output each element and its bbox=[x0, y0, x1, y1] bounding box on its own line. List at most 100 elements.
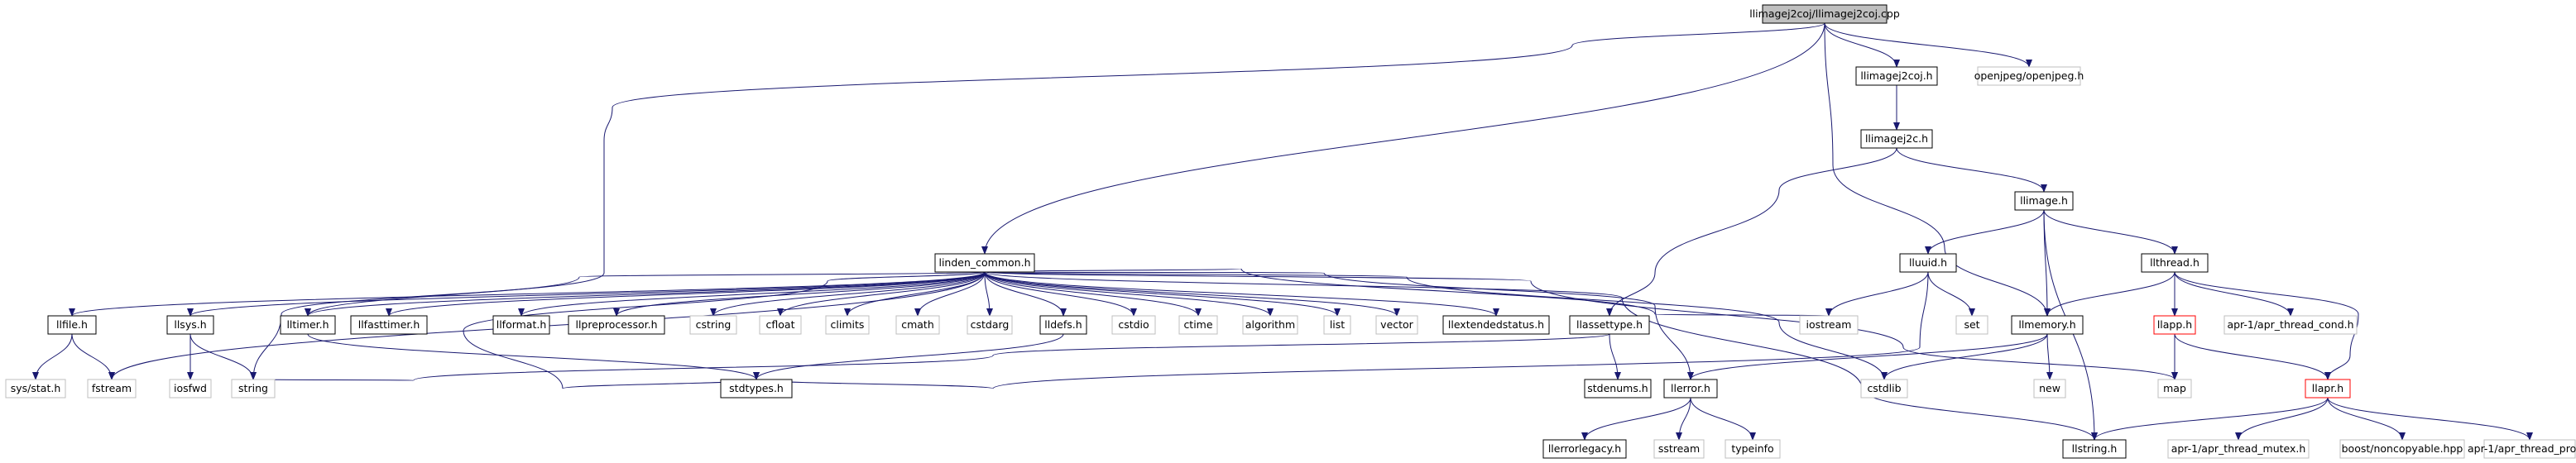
edge-lllinden_common_h-to-llpreprocessor_h bbox=[613, 271, 986, 317]
node-box bbox=[1375, 315, 1418, 335]
node-box bbox=[1860, 129, 1933, 149]
edge-lllinden_common_h-to-cstdlib bbox=[984, 271, 1888, 380]
node-label: cstring bbox=[696, 318, 732, 331]
node-label: sys/stat.h bbox=[11, 382, 61, 394]
node-label: list bbox=[1330, 318, 1345, 331]
node-cstdarg: cstdarg bbox=[967, 315, 1013, 335]
node-label: cstdarg bbox=[971, 318, 1010, 331]
node-root[interactable]: llimagej2coj/llimagej2coj.cpp bbox=[1749, 4, 1900, 24]
node-map: map bbox=[2157, 379, 2192, 399]
edge-llthread_h-to-llapr_h bbox=[2174, 271, 2359, 380]
node-list: list bbox=[1323, 315, 1351, 335]
dependency-edges bbox=[32, 22, 2533, 441]
node-llfile_h[interactable]: llfile.h bbox=[47, 315, 97, 335]
node-label: llstring.h bbox=[2072, 442, 2118, 455]
node-box bbox=[934, 253, 1035, 273]
edge-llimagej2c_h-to-llimage_h bbox=[1896, 147, 2047, 193]
node-llextendedstatus_h[interactable]: llextendedstatus.h bbox=[1442, 315, 1550, 335]
node-llstring_h[interactable]: llstring.h bbox=[2062, 439, 2127, 459]
node-box bbox=[166, 315, 214, 335]
node-box bbox=[568, 315, 665, 335]
node-box bbox=[1542, 439, 1627, 459]
node-label: iostream bbox=[1806, 318, 1852, 331]
node-stdenums_h[interactable]: stdenums.h bbox=[1584, 379, 1652, 399]
node-llpreprocessor_h[interactable]: llpreprocessor.h bbox=[568, 315, 665, 335]
node-box bbox=[895, 315, 940, 335]
node-label: stdenums.h bbox=[1587, 382, 1648, 394]
node-llfasttimer_h[interactable]: llfasttimer.h bbox=[350, 315, 428, 335]
node-label: stdtypes.h bbox=[729, 382, 784, 394]
node-box bbox=[1899, 253, 1957, 273]
edge-lllinden_common_h-to-lldefs_h bbox=[984, 271, 1067, 317]
node-box bbox=[2141, 253, 2209, 273]
node-box bbox=[2153, 315, 2196, 335]
node-box bbox=[2014, 191, 2074, 211]
node-box bbox=[231, 379, 276, 399]
edge-lllinden_common_h-to-cstdarg bbox=[984, 271, 993, 317]
node-box bbox=[1855, 66, 1938, 86]
node-box bbox=[720, 379, 793, 399]
edge-lllinden_common_h-to-ctime bbox=[984, 271, 1202, 317]
edge-llsys_h-to-string bbox=[189, 333, 257, 380]
node-label: lldefs.h bbox=[1044, 318, 1082, 331]
node-label: llapp.h bbox=[2157, 318, 2192, 331]
node-label: cstdlib bbox=[1867, 382, 1901, 394]
edge-llapr_h-to-boost_noncopyable_hpp bbox=[2327, 397, 2406, 441]
node-label: llfasttimer.h bbox=[358, 318, 420, 331]
node-box bbox=[2483, 439, 2576, 459]
node-label: llimagej2coj/llimagej2coj.cpp bbox=[1749, 7, 1900, 20]
node-llassettype_h[interactable]: llassettype.h bbox=[1569, 315, 1650, 335]
node-label: llassettype.h bbox=[1576, 318, 1643, 331]
node-llformat_h[interactable]: llformat.h bbox=[492, 315, 550, 335]
node-llimagej2c_h[interactable]: llimagej2c.h bbox=[1860, 129, 1933, 149]
node-box bbox=[1178, 315, 1218, 335]
edge-llerror_h-to-sstream bbox=[1676, 397, 1691, 441]
node-label: apr-1/apr_thread_cond.h bbox=[2227, 318, 2353, 331]
node-llapr_h[interactable]: llapr.h bbox=[2305, 379, 2351, 399]
node-llimage_h[interactable]: llimage.h bbox=[2014, 191, 2074, 211]
node-lluuid_h[interactable]: lluuid.h bbox=[1899, 253, 1957, 273]
node-box bbox=[1653, 439, 1705, 459]
node-label: ctime bbox=[1183, 318, 1212, 331]
node-label: typeinfo bbox=[1731, 442, 1773, 455]
edge-llfile_h-to-sys_stat_h bbox=[32, 333, 73, 380]
node-iosfwd: iosfwd bbox=[169, 379, 212, 399]
node-lllinden_common_h[interactable]: linden_common.h bbox=[934, 253, 1035, 273]
node-box bbox=[492, 315, 550, 335]
node-llmemory_h[interactable]: llmemory.h bbox=[2011, 315, 2084, 335]
node-llsys_h[interactable]: llsys.h bbox=[166, 315, 214, 335]
edge-lllinden_common_h-to-list bbox=[984, 271, 1341, 317]
node-lldefs_h[interactable]: lldefs.h bbox=[1039, 315, 1087, 335]
node-label: llsys.h bbox=[174, 318, 206, 331]
node-apr_thread_cond_h: apr-1/apr_thread_cond.h bbox=[2223, 315, 2358, 335]
node-label: set bbox=[1964, 318, 1979, 331]
node-algorithm: algorithm bbox=[1242, 315, 1298, 335]
node-cmath: cmath bbox=[895, 315, 940, 335]
node-label: fstream bbox=[92, 382, 132, 394]
node-label: map bbox=[2163, 382, 2186, 394]
node-label: cmath bbox=[901, 318, 934, 331]
edge-llapr_h-to-llstring_h bbox=[2091, 397, 2329, 441]
node-llerror_h[interactable]: llerror.h bbox=[1663, 379, 1718, 399]
node-box bbox=[1663, 379, 1718, 399]
node-label: llpreprocessor.h bbox=[575, 318, 657, 331]
node-iostream: iostream bbox=[1799, 315, 1859, 335]
edge-lllinden_common_h-to-climits bbox=[844, 271, 986, 317]
node-sys_stat_h: sys/stat.h bbox=[5, 379, 66, 399]
node-fstream: fstream bbox=[87, 379, 137, 399]
node-lltimer_h[interactable]: lltimer.h bbox=[280, 315, 336, 335]
node-llapp_h[interactable]: llapp.h bbox=[2153, 315, 2196, 335]
node-llthread_h[interactable]: llthread.h bbox=[2141, 253, 2209, 273]
edge-lltimer_h-to-stdtypes_h bbox=[307, 333, 760, 380]
node-stdtypes_h[interactable]: stdtypes.h bbox=[720, 379, 793, 399]
node-apr_thread_mutex_h: apr-1/apr_thread_mutex.h bbox=[2167, 439, 2310, 459]
edge-llimage_h-to-llthread_h bbox=[2043, 209, 2178, 255]
node-llimagej2coj_h[interactable]: llimagej2coj.h bbox=[1855, 66, 1938, 86]
edge-llthread_h-to-llmemory_h bbox=[2044, 271, 2175, 317]
node-box bbox=[2157, 379, 2192, 399]
node-cstdlib: cstdlib bbox=[1860, 379, 1908, 399]
edge-llmemory_h-to-new bbox=[2046, 333, 2053, 380]
node-llerrorlegacy_h[interactable]: llerrorlegacy.h bbox=[1542, 439, 1627, 459]
edge-root-to-lltimer_h bbox=[305, 22, 1825, 317]
node-box bbox=[1242, 315, 1298, 335]
